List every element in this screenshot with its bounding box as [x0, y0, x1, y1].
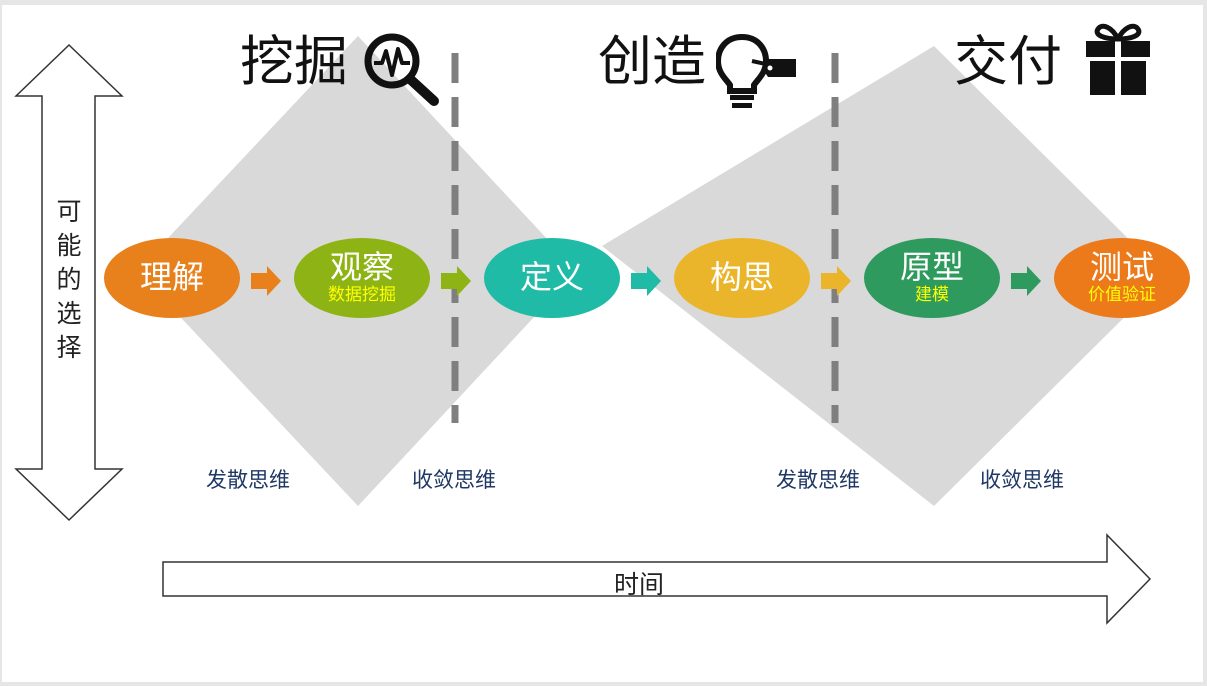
time-arrow	[162, 533, 1152, 625]
step-title: 定义	[519, 258, 584, 297]
step-arrow-1	[251, 266, 281, 296]
step-title: 测试	[1089, 248, 1154, 286]
step-subtitle: 建模	[915, 284, 949, 305]
diagram-background	[14, 36, 1166, 625]
thinking-label-diverge-2: 发散思维	[776, 468, 860, 492]
step-title: 理解	[139, 258, 204, 297]
horizontal-axis-label: 时间	[614, 570, 665, 599]
thinking-label-converge-2: 收敛思维	[980, 468, 1064, 492]
step-title: 构思	[709, 258, 774, 297]
phase-title-text: 创造	[598, 30, 706, 93]
magnifier-pulse-icon	[364, 33, 439, 106]
step-define: 定义	[484, 238, 620, 318]
step-arrow-4	[821, 266, 851, 296]
slide: 挖掘 创造 交付 理解 观察 数据挖掘 定义 构思 原	[2, 5, 1203, 682]
thinking-label-diverge-1: 发散思维	[206, 468, 290, 492]
thinking-label-converge-1: 收敛思维	[412, 468, 496, 492]
step-arrow-3	[631, 266, 661, 296]
phase-title-text: 交付	[954, 30, 1062, 93]
lightbulb-tag-icon	[716, 33, 796, 108]
step-prototype: 原型 建模	[864, 238, 1000, 318]
vertical-axis-label: 可能的选择	[56, 197, 82, 362]
phase-title-deliver: 交付	[954, 35, 1062, 89]
possibility-double-arrow	[14, 43, 124, 522]
step-ideate: 构思	[674, 238, 810, 318]
phase-title-discover: 挖掘	[240, 35, 348, 89]
phase-title-create: 创造	[598, 35, 706, 89]
step-arrow-2	[441, 266, 471, 296]
step-understand: 理解	[104, 238, 240, 318]
step-arrow-5	[1011, 266, 1041, 296]
step-subtitle: 数据挖掘	[328, 284, 396, 305]
step-subtitle: 价值验证	[1088, 284, 1156, 305]
step-observe: 观察 数据挖掘	[294, 238, 430, 318]
phase-title-text: 挖掘	[240, 30, 348, 93]
step-test: 测试 价值验证	[1054, 238, 1190, 318]
gift-box-icon	[1086, 23, 1150, 95]
step-title: 原型	[899, 248, 964, 286]
step-title: 观察	[329, 248, 394, 286]
